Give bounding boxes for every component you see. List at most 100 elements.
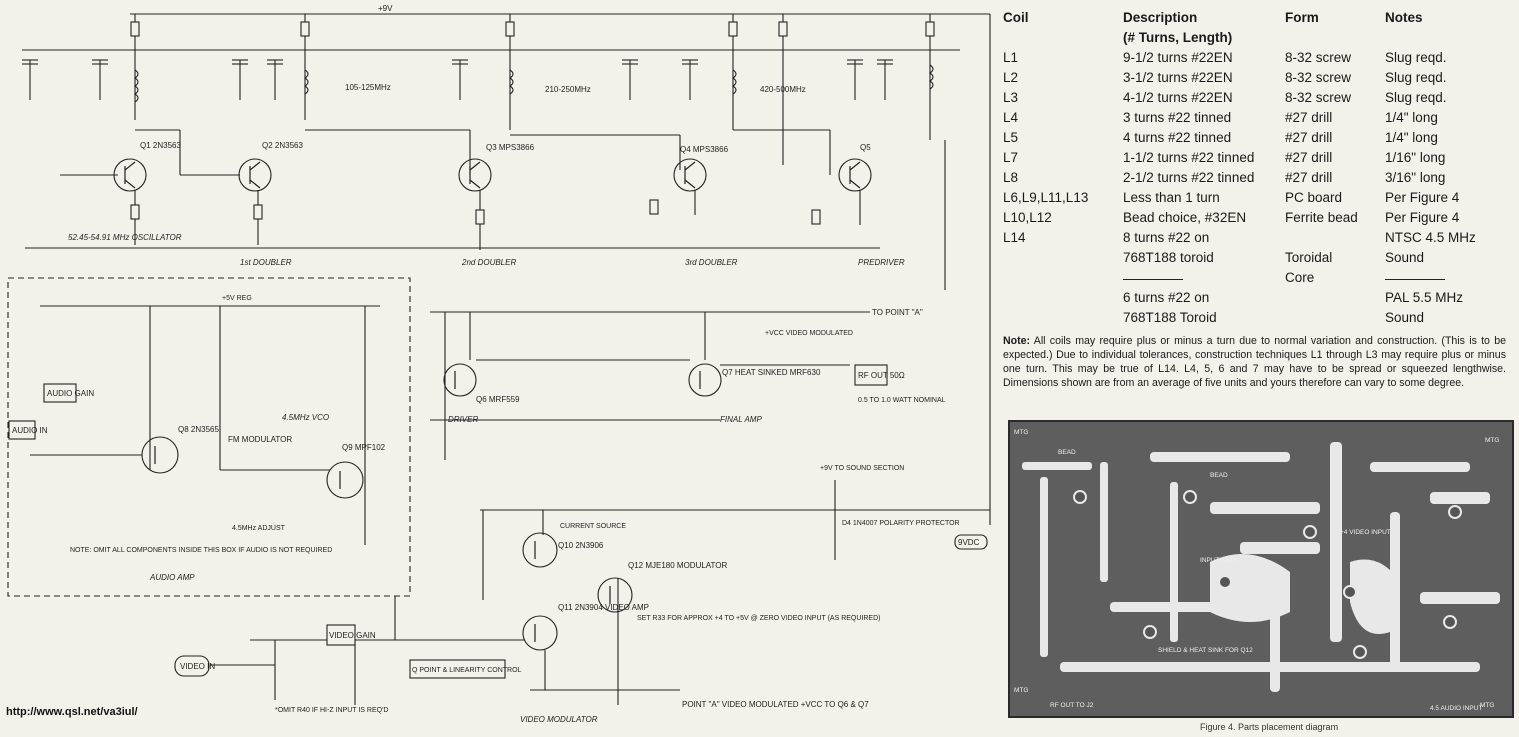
pcb-label-rf-out: RF OUT TO J2 [1050,702,1094,709]
website-url[interactable]: http://www.qsl.net/va3iul/ [6,706,138,718]
pcb-label-bead: BEAD [1210,472,1228,479]
pcb-label-shield: SHIELD & HEAT SINK FOR Q12 [1158,647,1253,654]
q2-label: Q2 2N3563 [262,141,303,150]
row-form: Toroidal [1285,250,1333,265]
stage-label-audio-amp: AUDIO AMP [149,573,195,582]
table-row: 6 turns #22 on PAL 5.5 MHz [1003,290,1513,310]
stage-label-1st-doubler: 1st DOUBLER [240,258,292,267]
coil-table: Coil Description Form Notes (# Turns, Le… [1003,10,1513,330]
row-description: 8 turns #22 on [1123,230,1210,245]
row-coil: L3 [1003,90,1019,105]
audio-in-label[interactable]: AUDIO IN [12,426,48,435]
band-label-vco: 4.5MHz VCO [282,413,329,422]
stage-label-2nd-doubler: 2nd DOUBLER [461,258,516,267]
row-coil: L1 [1003,50,1019,65]
header-coil: Coil [1003,10,1029,25]
pcb-label-input: INPUT +12V [1200,557,1237,564]
pcb-label-mtg: MTG [1014,687,1028,694]
row-coil: L4 [1003,110,1019,125]
band-label-2: 210-250MHz [545,85,591,94]
band-label-1: 105-125MHz [345,83,391,92]
note-omit-audio: NOTE: OMIT ALL COMPONENTS INSIDE THIS BO… [70,547,332,554]
stage-label-final-amp: FINAL AMP [720,415,762,424]
row-description: Bead choice, #32EN [1123,210,1247,225]
row-notes: Sound [1385,250,1425,265]
row-description: 4 turns #22 tinned [1123,130,1232,145]
coil-table-subheader: (# Turns, Length) [1003,30,1513,50]
video-gain-label[interactable]: VIDEO GAIN [329,631,376,640]
note-sound-section: +9V TO SOUND SECTION [820,465,904,472]
row-coil: L2 [1003,70,1019,85]
note-text: All coils may require plus or minus a tu… [1003,335,1506,389]
row-description: 768T188 toroid [1123,250,1214,265]
row-form: 8-32 screw [1285,90,1352,105]
row-form: Core [1285,270,1315,285]
table-row: L14 8 turns #22 on NTSC 4.5 MHz [1003,230,1513,250]
note-q-point: Q POINT & LINEARITY CONTROL [412,667,522,674]
q10-label: Q10 2N3906 [558,541,604,550]
header-notes: Notes [1385,10,1423,25]
row-notes: Slug reqd. [1385,90,1447,105]
row-description: 9-1/2 turns #22EN [1123,50,1233,65]
table-row: 768T188 Toroid Sound [1003,310,1513,330]
header-description-sub: (# Turns, Length) [1123,30,1233,45]
row-form: PC board [1285,190,1343,205]
note-vcc-modulated: +VCC VIDEO MODULATED [765,330,853,337]
table-row: L3 4-1/2 turns #22EN 8-32 screw Slug reqd. [1003,90,1513,110]
pcb-label-mtg: MTG [1014,429,1028,436]
q8-label: Q8 2N3565 [178,425,219,434]
dc-input-label[interactable]: 9VDC [958,538,980,547]
note-polarity: D4 1N4007 POLARITY PROTECTOR [842,520,960,527]
note-adjust: 4.5MHz ADJUST [232,525,286,532]
audio-gain-label[interactable]: AUDIO GAIN [47,389,94,398]
q5-label: Q5 [860,143,871,152]
stage-label-predriver: PREDRIVER [858,258,905,267]
stage-label-driver: DRIVER [448,415,478,424]
pcb-layout-image: MTG MTG MTG MTG BEAD BEAD INPUT +12V +4 … [1008,420,1514,718]
video-in-label[interactable]: VIDEO IN [180,662,215,671]
stage-label-3rd-doubler: 3rd DOUBLER [685,258,738,267]
stage-label-oscillator: 52.45-54.91 MHz OSCILLATOR [68,233,182,242]
row-coil: L5 [1003,130,1019,145]
band-label-3: 420-500MHz [760,85,806,94]
pcb-label-video-input: +4 VIDEO INPUT [1340,529,1391,536]
q6-label: Q6 MRF559 [476,395,520,404]
pcb-label-bead: BEAD [1058,449,1076,456]
row-notes: Slug reqd. [1385,70,1447,85]
note-to-point-a: TO POINT "A" [872,308,923,317]
row-description: 768T188 Toroid [1123,310,1217,325]
row-coil: L8 [1003,170,1019,185]
stage-label-video-modulator: VIDEO MODULATOR [520,715,598,724]
pcb-label-mtg: MTG [1480,702,1494,709]
note-current-source: CURRENT SOURCE [560,523,626,530]
row-description: 4-1/2 turns #22EN [1123,90,1233,105]
note-set-r33: SET R33 FOR APPROX +4 TO +5V @ ZERO VIDE… [637,615,881,622]
q9-label: Q9 MPF102 [342,443,386,452]
row-coil: L6,L9,L11,L13 [1003,190,1089,205]
row-form: #27 drill [1285,170,1333,185]
header-description: Description [1123,10,1198,25]
rf-out-label[interactable]: RF OUT 50Ω [858,371,905,380]
note-5v-reg: +5V REG [222,295,252,302]
row-form: 8-32 screw [1285,50,1352,65]
row-form: Ferrite bead [1285,210,1358,225]
supply-label: +9V [378,4,393,13]
table-row: Core [1003,270,1513,290]
row-description: 6 turns #22 on [1123,290,1210,305]
band-label-fm-mod: FM MODULATOR [228,435,292,444]
row-notes: 1/16" long [1385,150,1446,165]
q7-label: Q7 HEAT SINKED MRF630 [722,368,821,377]
note-wattage: 0.5 TO 1.0 WATT NOMINAL [858,397,946,404]
row-coil: L10,L12 [1003,210,1052,225]
q11-label: Q11 2N3904 VIDEO AMP [558,603,649,612]
header-form: Form [1285,10,1319,25]
q1-label: Q1 2N3563 [140,141,181,150]
row-coil: L7 [1003,150,1019,165]
row-description: 2-1/2 turns #22 tinned [1123,170,1255,185]
